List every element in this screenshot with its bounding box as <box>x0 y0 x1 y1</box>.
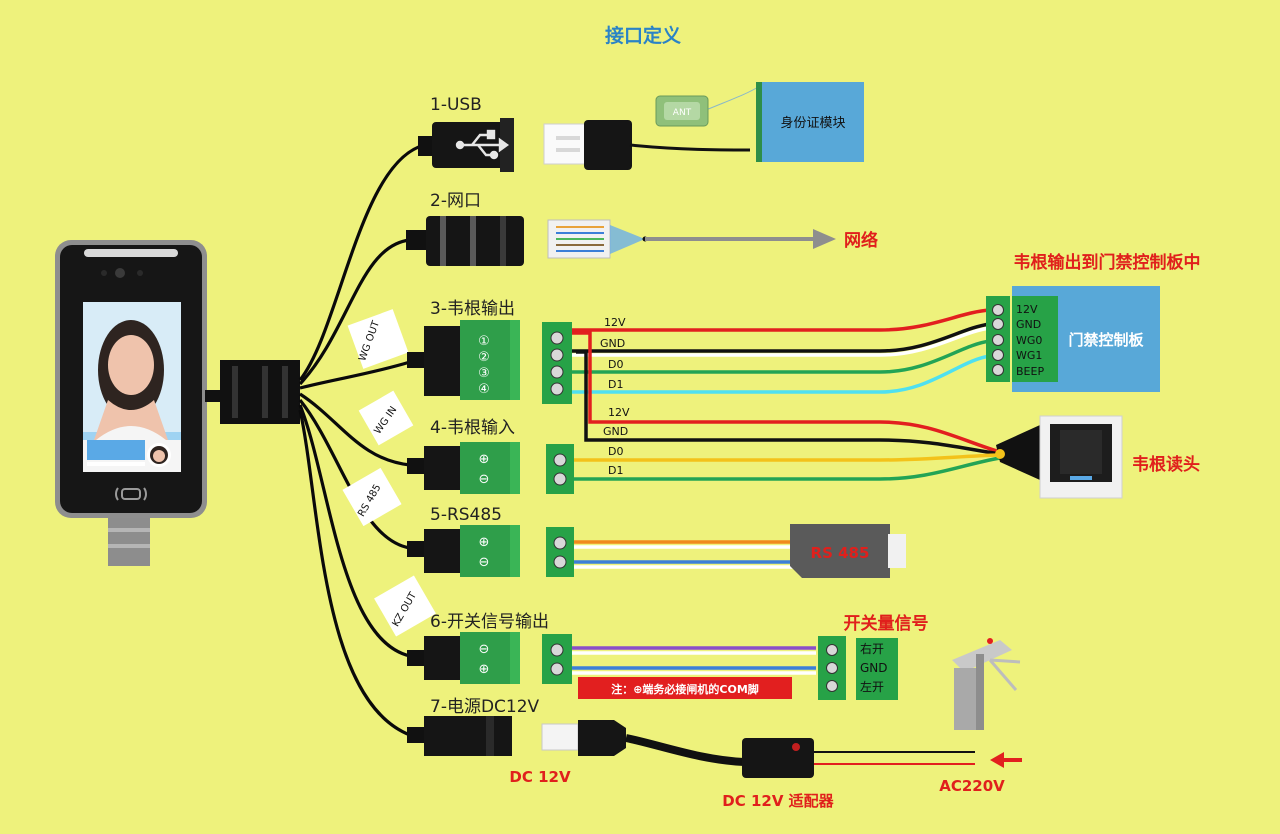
rs485-terminal-block <box>546 527 574 577</box>
card-reader-icon <box>995 415 1123 499</box>
switch-signal-terminal: 右开 GND 左开 <box>818 636 898 700</box>
wg-out-wire-gnd: GND <box>600 337 625 350</box>
power-jack <box>407 716 512 756</box>
svg-text:③: ③ <box>478 366 490 381</box>
id-card-module: 身份证模块 <box>756 82 864 162</box>
rs485-wires <box>574 540 795 569</box>
port-label-ethernet: 2-网口 <box>430 191 481 211</box>
diagram-title: 接口定义 <box>605 24 681 47</box>
reader-label: 韦根读头 <box>1132 454 1200 475</box>
svg-text:门禁控制板: 门禁控制板 <box>1068 331 1144 349</box>
switch-terminal-block <box>542 634 572 684</box>
wg-out-heading: 韦根输出到门禁控制板中 <box>1014 252 1201 273</box>
rj45-plug <box>547 219 648 259</box>
wg-in-wire-d1: D1 <box>608 464 623 477</box>
svg-text:左开: 左开 <box>860 679 884 694</box>
arrow-right-icon <box>813 229 836 249</box>
adapter-label: DC 12V 适配器 <box>722 792 834 810</box>
switch-heading: 开关量信号 <box>844 613 929 634</box>
tag-wg-out: WG OUT <box>347 309 409 369</box>
port-label-switch: 6-开关信号输出 <box>430 612 549 632</box>
tag-kz-out: KZ OUT <box>374 575 436 637</box>
turnstile-icon <box>952 638 1021 730</box>
rfid-icon <box>115 487 147 501</box>
port-label-power: 7-电源DC12V <box>430 697 540 717</box>
svg-text:右开: 右开 <box>860 641 884 656</box>
usb-icon <box>455 129 510 160</box>
wg-out-wires <box>572 308 991 394</box>
svg-text:12V: 12V <box>1016 303 1038 316</box>
port-label-usb: 1-USB <box>430 95 482 115</box>
svg-text:注：⊕端务必接闸机的COM脚: 注：⊕端务必接闸机的COM脚 <box>611 682 759 696</box>
usb-cable <box>629 143 751 152</box>
power-plug <box>541 720 626 756</box>
svg-text:GND: GND <box>860 661 888 675</box>
svg-text:身份证模块: 身份证模块 <box>780 115 845 131</box>
wg-in-wires <box>572 331 1001 481</box>
arrow-left-icon <box>990 752 1022 768</box>
watermark-mark <box>1222 810 1262 820</box>
svg-text:BEEP: BEEP <box>1016 365 1044 378</box>
port-label-wg-out: 3-韦根输出 <box>430 299 515 319</box>
face-terminal-icon <box>55 240 207 566</box>
wg-in-terminal-block <box>546 444 574 494</box>
dc-plug-label: DC 12V <box>509 768 571 786</box>
wg-out-connector: ① ② ③ ④ <box>407 320 520 400</box>
port-label-wg-in: 4-韦根输入 <box>430 418 515 438</box>
antenna-wire <box>705 85 761 111</box>
wg-in-wire-12v: 12V <box>608 406 630 419</box>
wg-in-wire-gnd: GND <box>603 425 628 438</box>
switch-connector: ⊖ ⊕ <box>407 632 520 684</box>
power-adapter <box>742 738 814 778</box>
tag-wg-in: WG IN <box>358 390 414 446</box>
power-cable <box>625 734 745 766</box>
svg-text:⊕: ⊕ <box>479 452 490 467</box>
mains-label: AC220V <box>939 777 1005 795</box>
port-label-rs485: 5-RS485 <box>430 505 502 525</box>
wg-in-wire-d0: D0 <box>608 445 623 458</box>
svg-text:GND: GND <box>1016 318 1041 331</box>
tag-rs485: RS 485 <box>342 467 402 527</box>
access-control-board: 12V GND WG0 WG1 BEEP 门禁控制板 <box>986 286 1160 392</box>
svg-text:②: ② <box>478 350 490 365</box>
wg-out-terminal-block <box>542 322 572 404</box>
svg-text:⊖: ⊖ <box>479 555 490 570</box>
switch-wires <box>572 646 816 675</box>
svg-text:⊕: ⊕ <box>479 662 490 677</box>
svg-text:⊕: ⊕ <box>479 535 490 550</box>
rs485-converter: RS 485 <box>790 524 906 578</box>
mains-cable <box>814 751 975 765</box>
svg-text:WG1: WG1 <box>1016 349 1042 362</box>
wg-out-wire-12v: 12V <box>604 316 626 329</box>
svg-text:RS 485: RS 485 <box>811 544 870 562</box>
rj45-icon <box>406 216 524 266</box>
antenna-chip: ANT <box>655 95 709 127</box>
svg-text:⊖: ⊖ <box>479 642 490 657</box>
svg-text:ANT: ANT <box>673 108 692 118</box>
wg-in-connector: ⊕ ⊖ <box>407 442 520 494</box>
svg-text:④: ④ <box>478 382 490 397</box>
usb-plug <box>543 120 632 170</box>
svg-text:①: ① <box>478 334 490 349</box>
wg-out-wire-d1: D1 <box>608 378 623 391</box>
rs485-connector: ⊕ ⊖ <box>407 525 520 577</box>
svg-text:⊖: ⊖ <box>479 472 490 487</box>
switch-note: 注：⊕端务必接闸机的COM脚 <box>578 677 792 699</box>
svg-text:WG0: WG0 <box>1016 334 1042 347</box>
network-label: 网络 <box>844 230 878 251</box>
wg-out-wire-d0: D0 <box>608 358 623 371</box>
main-harness-connector <box>205 360 300 424</box>
